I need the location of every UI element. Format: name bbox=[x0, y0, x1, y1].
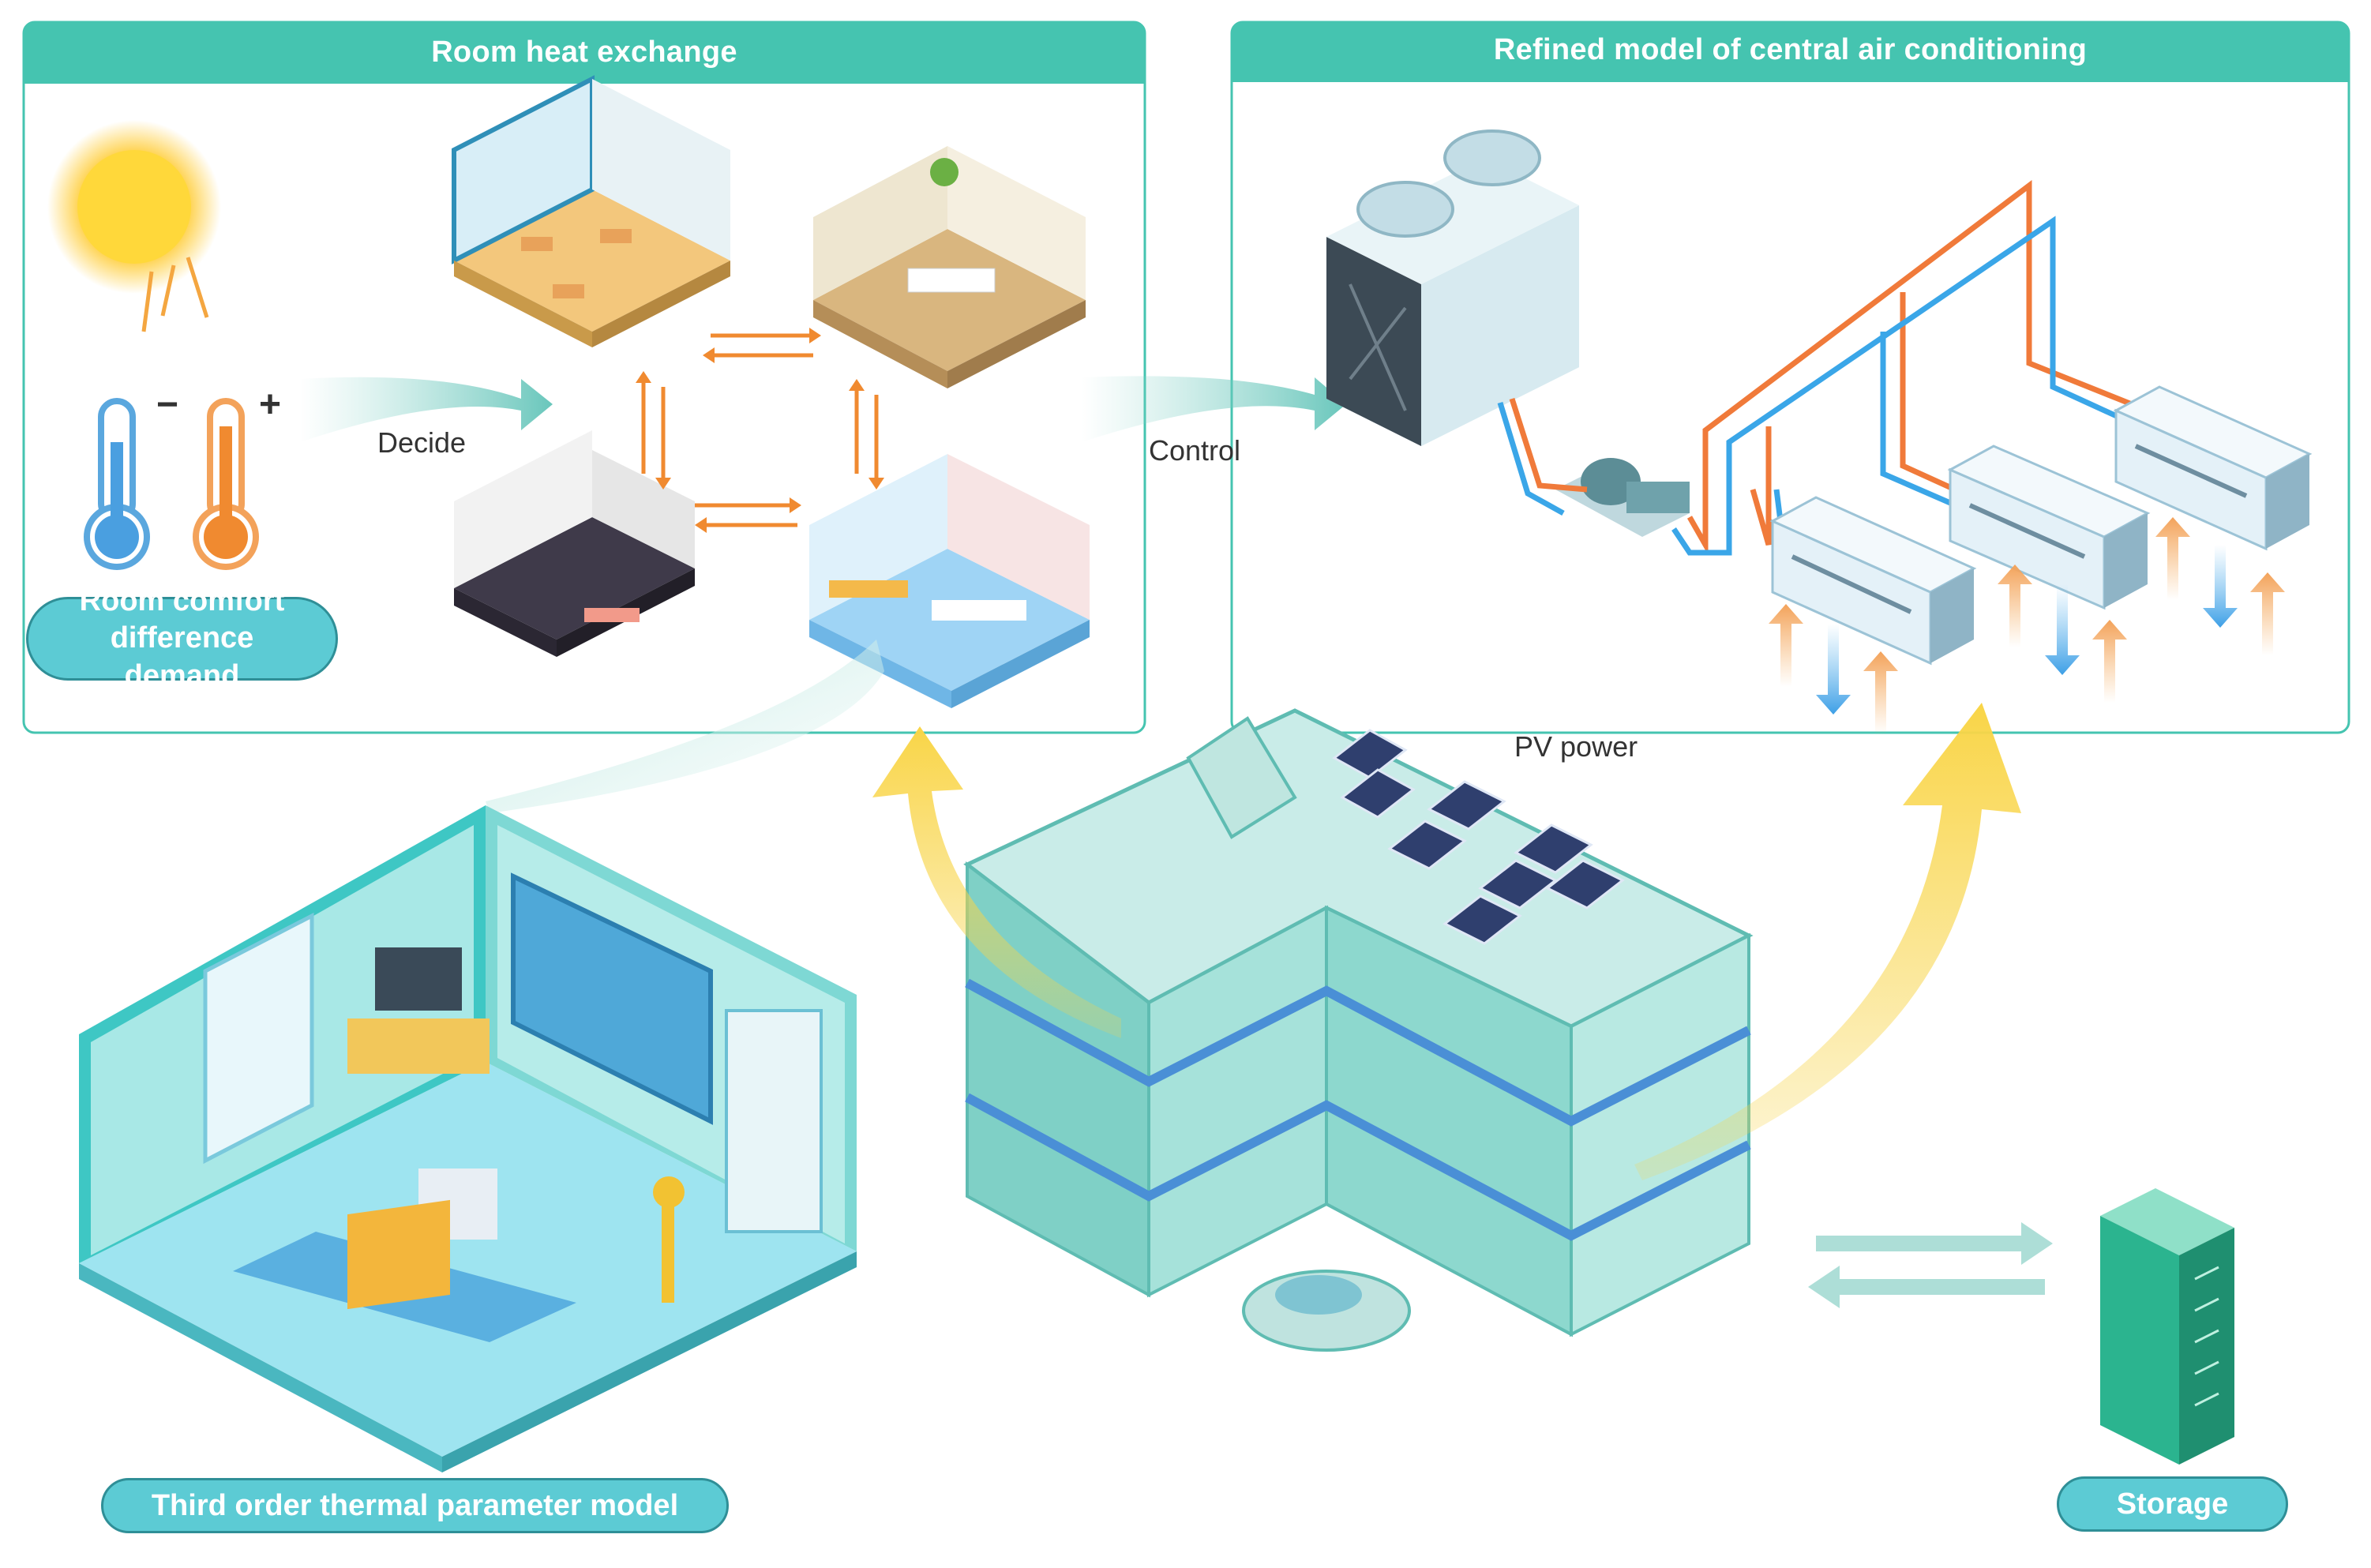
office-room-icon bbox=[452, 75, 730, 347]
storage-rack-icon bbox=[2100, 1188, 2234, 1465]
ac-indoor-unit-icon bbox=[1769, 496, 1977, 666]
sun-icon bbox=[47, 120, 221, 332]
thermometer-hot-icon bbox=[193, 398, 259, 570]
pv-power-label: PV power bbox=[1514, 730, 1638, 763]
yellow-arrow-left bbox=[872, 726, 1121, 1038]
building-icon bbox=[963, 708, 1754, 1337]
storage-exchange-arrows bbox=[1808, 1222, 2053, 1308]
minus-sign: − bbox=[156, 384, 178, 426]
detail-room-icon bbox=[79, 805, 857, 1472]
cooling-tower-icon bbox=[1326, 129, 1579, 446]
panel-title-central-ac: Refined model of central air conditionin… bbox=[1493, 33, 2088, 66]
panel-title-room-heat-exchange: Room heat exchange bbox=[431, 36, 737, 69]
decide-arrow bbox=[300, 377, 553, 442]
lounge-room-icon bbox=[813, 146, 1086, 388]
storage-pill: Storage bbox=[2057, 1476, 2288, 1532]
room-exchange-arrows bbox=[636, 328, 884, 533]
thermometer-cold-icon bbox=[84, 398, 150, 570]
control-label: Control bbox=[1149, 434, 1241, 467]
decide-label: Decide bbox=[377, 426, 467, 459]
car-icon bbox=[1242, 1270, 1411, 1352]
plus-sign: + bbox=[259, 384, 281, 426]
pump-icon bbox=[1555, 458, 1690, 537]
ac-indoor-unit-icon bbox=[1947, 445, 2151, 610]
zoom-cone bbox=[486, 640, 884, 813]
room-comfort-pill: Room comfort difference demand bbox=[26, 584, 338, 692]
yellow-arrow-right bbox=[1634, 703, 2021, 1180]
third-order-pill: Third order thermal parameter model bbox=[101, 1478, 729, 1533]
solar-panel-icon bbox=[1332, 729, 1625, 945]
dark-room-icon bbox=[454, 430, 695, 657]
airflow-arrows bbox=[1769, 517, 2285, 734]
cold-pipe bbox=[1497, 216, 2149, 556]
ac-indoor-unit-icon bbox=[2113, 385, 2313, 551]
central-ac-panel bbox=[1230, 21, 2350, 734]
control-arrow bbox=[1082, 376, 1346, 442]
